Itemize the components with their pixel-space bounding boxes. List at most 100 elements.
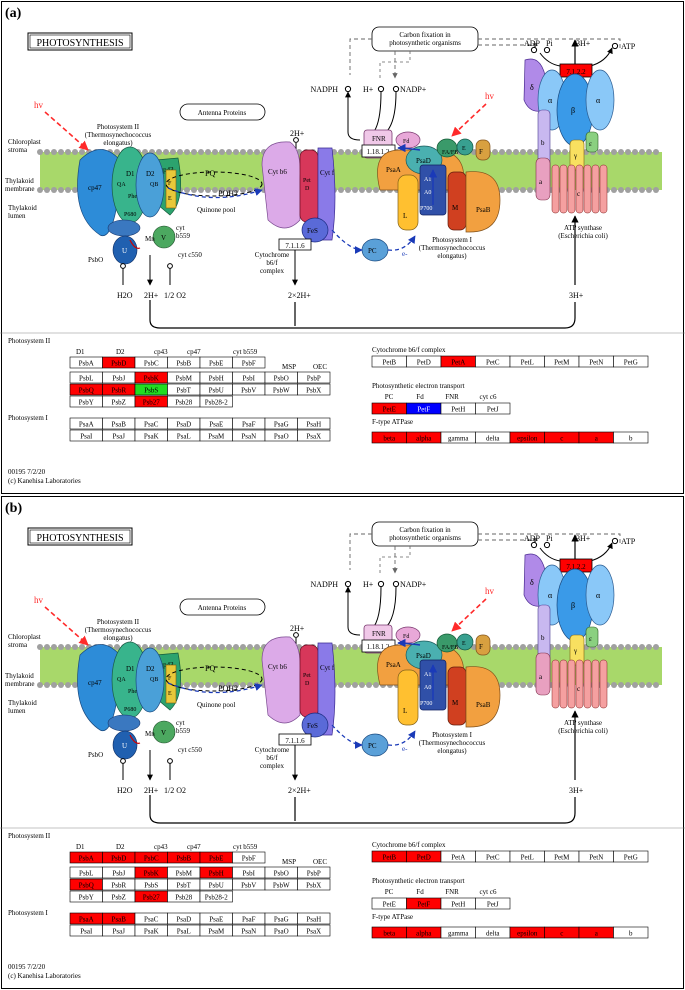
lipid-head: [177, 149, 183, 155]
p700-label: P700: [420, 701, 432, 707]
oec-header: OEC: [313, 858, 327, 866]
lipid-head: [44, 644, 50, 650]
gene-cell-label: PsbB: [176, 360, 191, 368]
lipid-head: [527, 644, 533, 650]
lipid-head: [72, 644, 78, 650]
lipid-head: [212, 644, 218, 650]
dashed-link: [349, 38, 372, 75]
lipid-head: [44, 187, 50, 193]
d1-label: D1: [126, 170, 135, 178]
lipid-head: [51, 187, 57, 193]
gene-cell-label: PsaN: [241, 433, 256, 441]
gene-cell-box: [297, 878, 331, 891]
ps1-name-line: elongatus): [437, 252, 467, 260]
gene-cell-label: PsaX: [306, 433, 321, 441]
pet-subunit-header: Fd: [416, 393, 424, 401]
cyt-b559-label-line: cyt: [176, 719, 185, 727]
chloroplast-stroma-label-line: stroma: [8, 641, 28, 649]
hplus-arrow: [371, 586, 382, 630]
footer-copyright: (c) Kanehisa Laboratories: [8, 477, 81, 485]
electron-flow: [167, 187, 263, 199]
hplus-label: H+: [363, 85, 374, 94]
lipid-head: [352, 187, 358, 193]
psab-unit: [465, 171, 501, 233]
gene-cell-label: PetM: [554, 854, 570, 862]
pi-label: Pi: [546, 534, 553, 543]
gene-cell-label: PsaJ: [113, 433, 126, 441]
ec-7-1-1-6: 7.1.1.6: [285, 737, 305, 745]
footer-id: 00195 7/2/20: [8, 468, 46, 476]
fd-label: Fd: [403, 139, 409, 145]
gene-cell-label: PsbK: [144, 375, 159, 383]
c-ring-subunit: [559, 164, 568, 214]
lipid-head: [51, 682, 57, 688]
panel-letter: (a): [5, 6, 22, 21]
lipid-head: [513, 644, 519, 650]
gene-cell-label: PetL: [521, 359, 534, 367]
lipid-head: [520, 187, 526, 193]
lipid-head: [44, 682, 50, 688]
lipid-head: [338, 682, 344, 688]
nadph-arrow: [345, 586, 361, 636]
gene-cell-label: PsaK: [144, 928, 159, 936]
chloroplast-stroma-label-line: Chloroplast: [8, 138, 41, 146]
lipid-head: [65, 682, 71, 688]
lipid-head: [37, 187, 43, 193]
gene-cell-label: PsbI: [243, 375, 256, 383]
lipid-head: [646, 644, 652, 650]
epsilon-label: ε: [589, 635, 592, 643]
lipid-head: [198, 149, 204, 155]
lipid-head: [114, 149, 120, 155]
lipid-head: [639, 682, 645, 688]
delta-label: δ: [530, 578, 534, 587]
electron-flow: [387, 235, 416, 251]
gene-cell-box: [297, 866, 331, 879]
three-hplus-label: 3H+: [576, 39, 591, 48]
lipid-head: [492, 644, 498, 650]
gene-cell-label: Psb28: [175, 894, 193, 902]
a0-label: A0: [424, 190, 431, 196]
mn-cluster-link: [129, 239, 141, 249]
metabolite-node: [344, 85, 352, 93]
hv-label-2: hv: [485, 586, 495, 596]
lipid-head: [513, 682, 519, 688]
nadph-label: NADPH: [310, 580, 338, 589]
gene-cell-label: PsbR: [111, 387, 126, 395]
lipid-head: [219, 149, 225, 155]
gene-cell-label: PetM: [554, 359, 570, 367]
lipid-head: [247, 682, 253, 688]
pet-table-title: Photosynthetic electron transport: [372, 382, 465, 390]
gene-cell-label: alpha: [416, 930, 432, 938]
cyt-b6-label: Cyt b6: [268, 663, 287, 671]
lipid-head: [499, 682, 505, 688]
thylakoid-lumen-label-line: lumen: [8, 707, 26, 715]
metabolite-node: [344, 580, 352, 588]
ps1-name-line: Photosystem I: [432, 236, 473, 244]
ps1-name-line: (Thermosynechococcus: [419, 244, 486, 252]
cyt-b559-label-line: b559: [176, 727, 191, 735]
c-ring-subunit: [583, 659, 592, 709]
psab-label: PsaB: [476, 206, 491, 214]
pet-subunit-header: Fd: [416, 888, 424, 896]
carbon-fixation-label-line: photosynthetic organisms: [389, 39, 461, 47]
a1-label: A1: [424, 177, 431, 183]
alpha-unit-right: [585, 69, 615, 131]
psam-label: M: [452, 699, 459, 707]
pet-subunit-header: PC: [385, 888, 394, 896]
lipid-head: [247, 187, 253, 193]
gene-cell-label: PetN: [589, 854, 603, 862]
lipid-head: [499, 149, 505, 155]
thylakoid-membrane-label-line: membrane: [5, 680, 35, 688]
lipid-head: [212, 149, 218, 155]
lipid-head: [506, 644, 512, 650]
gene-cell-label: beta: [383, 435, 396, 443]
gene-cell-label: PsaE: [209, 421, 223, 429]
lipid-head: [562, 149, 568, 155]
gene-cell-label: PsaM: [208, 928, 225, 936]
lipid-head: [639, 644, 645, 650]
gene-cell-label: PsbI: [243, 870, 256, 878]
gene-cell-label: PetD: [417, 359, 431, 367]
psaf-unit: [475, 634, 491, 656]
